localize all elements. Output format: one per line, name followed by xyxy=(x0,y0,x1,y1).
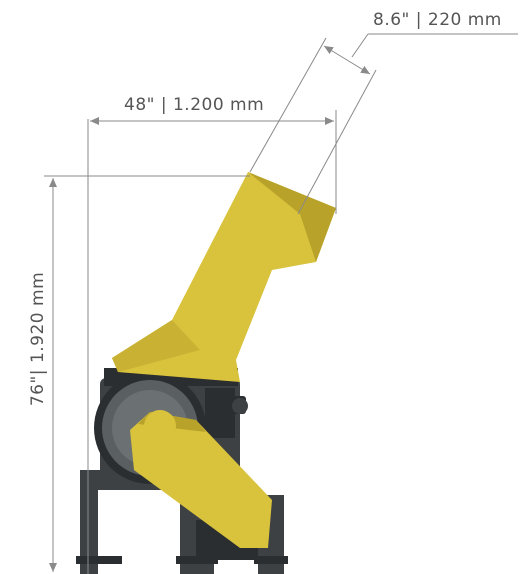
width-dimension xyxy=(87,110,337,574)
height-dimension-label: 76"| 1.920 mm xyxy=(28,271,48,407)
height-dimension xyxy=(44,175,250,572)
throat-dimension xyxy=(249,33,518,215)
feed-hopper xyxy=(112,172,336,382)
throat-dimension-label: 8.6" | 220 mm xyxy=(373,10,502,30)
width-dimension-label: 48" | 1.200 mm xyxy=(124,95,265,115)
side-knob xyxy=(222,396,248,414)
front-door xyxy=(130,410,272,548)
granulator-machine xyxy=(76,172,336,574)
